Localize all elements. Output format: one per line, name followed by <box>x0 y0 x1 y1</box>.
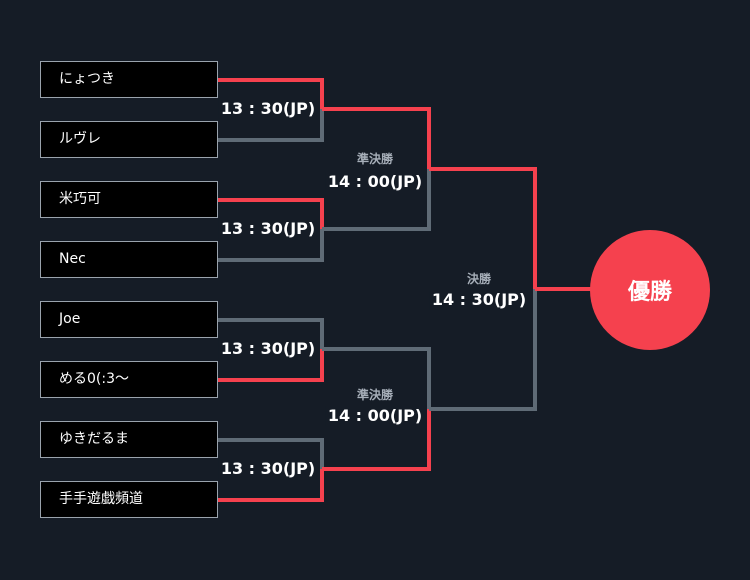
connector-r1-m3-top <box>218 318 324 349</box>
round1-match2-time: 13 : 30(JP) <box>218 219 318 239</box>
round1-match3-time: 13 : 30(JP) <box>218 339 318 359</box>
semifinal2-label: 準決勝 <box>356 388 394 402</box>
player-box-7: ゆきだるま <box>40 421 218 458</box>
player-name: 米巧可 <box>59 191 101 207</box>
champion-badge: 優勝 <box>590 230 710 350</box>
player-name: 手手遊戯頻道 <box>59 491 143 507</box>
semifinal2-time: 14 : 00(JP) <box>325 406 425 426</box>
final-label: 決勝 <box>466 272 492 286</box>
player-box-4: Nec <box>40 241 218 278</box>
player-name: ルヴレ <box>59 131 101 147</box>
player-box-6: める0(:3〜 <box>40 361 218 398</box>
connector-final-top <box>429 167 537 289</box>
connector-r1-m2-bottom <box>218 229 324 262</box>
player-box-5: Joe <box>40 301 218 338</box>
semifinal1-time: 14 : 00(JP) <box>325 172 425 192</box>
final-time: 14 : 30(JP) <box>429 290 529 310</box>
player-name: にょつき <box>59 71 115 87</box>
player-box-2: ルヴレ <box>40 121 218 158</box>
round1-match1-time: 13 : 30(JP) <box>218 99 318 119</box>
connector-sf1-bottom <box>322 169 431 231</box>
connector-r1-m1-top <box>218 78 324 109</box>
connector-final-bottom <box>429 289 537 411</box>
player-name: める0(:3〜 <box>59 371 129 387</box>
player-box-1: にょつき <box>40 61 218 98</box>
player-box-8: 手手遊戯頻道 <box>40 481 218 518</box>
player-name: ゆきだるま <box>59 431 129 447</box>
connector-r1-m2-top <box>218 198 324 229</box>
connector-r1-m1-bottom <box>218 109 324 142</box>
player-name: Joe <box>59 311 81 327</box>
connector-r1-m3-bottom <box>218 349 324 382</box>
semifinal1-label: 準決勝 <box>356 152 394 166</box>
connector-sf1-top <box>322 107 431 169</box>
player-name: Nec <box>59 251 86 267</box>
connector-r1-m4-bottom <box>218 469 324 502</box>
champion-label: 優勝 <box>627 280 672 305</box>
player-box-3: 米巧可 <box>40 181 218 218</box>
connector-sf2-bottom <box>322 409 431 471</box>
connector-sf2-top <box>322 347 431 409</box>
round1-match4-time: 13 : 30(JP) <box>218 459 318 479</box>
connector-r1-m4-top <box>218 438 324 469</box>
